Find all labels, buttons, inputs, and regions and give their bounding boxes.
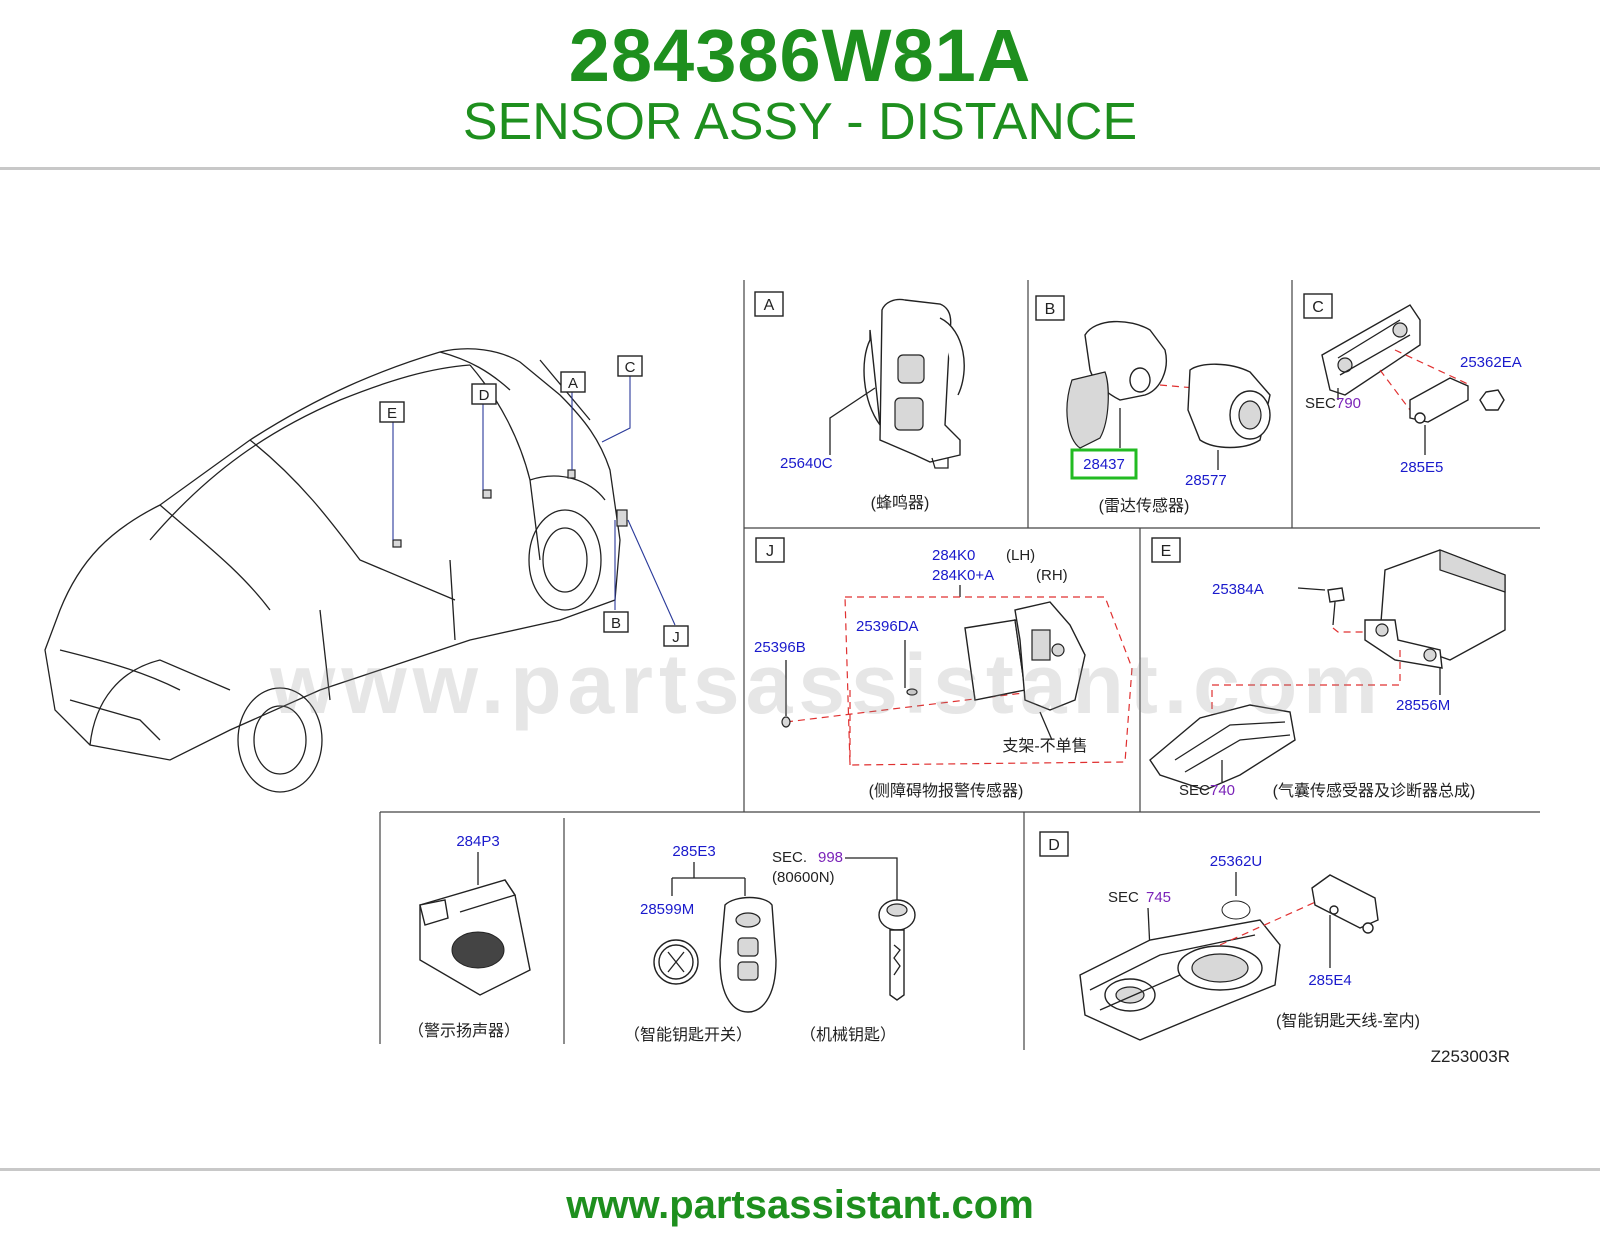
svg-text:E: E (387, 405, 397, 422)
panel-E-sec-prefix: SEC (1179, 782, 1210, 799)
part-25362EA[interactable]: 25362EA (1460, 354, 1522, 371)
panel-speaker-caption: （警示扬声器） (408, 1022, 520, 1040)
header: 284386W81A SENSOR ASSY - DISTANCE (0, 0, 1600, 168)
panel-D-sec-prefix: SEC (1108, 889, 1139, 906)
svg-text:A: A (568, 375, 578, 392)
panel-B-caption: (雷达传感器) (1099, 497, 1190, 515)
panel-key-sec-prefix: SEC. (772, 849, 807, 866)
panel-A-caption: (蜂鸣器) (871, 494, 930, 512)
car-callout-A[interactable]: A (560, 371, 586, 393)
car-callout-C[interactable]: C (617, 355, 643, 377)
svg-text:D: D (1048, 837, 1060, 854)
svg-text:B: B (611, 615, 621, 632)
svg-text:(LH): (LH) (1006, 547, 1035, 564)
panel-C: C SEC 790 25362EA 285E5 (1303, 293, 1522, 476)
svg-text:B: B (1045, 301, 1056, 318)
part-28556M[interactable]: 28556M (1396, 697, 1450, 714)
part-28437-highlighted[interactable]: 28437 (1083, 456, 1125, 473)
svg-text:J: J (672, 629, 680, 646)
sec-998-subcode: (80600N) (772, 869, 835, 886)
footer-url[interactable]: www.partsassistant.com (566, 1183, 1034, 1227)
part-285E5[interactable]: 285E5 (1400, 459, 1443, 476)
car-illustration (44, 348, 628, 793)
part-284K0[interactable]: 284K0 (932, 547, 975, 564)
parts-diagram: E D A C B J A 25640C (蜂鸣器) B 284 (44, 280, 1540, 1066)
svg-text:D: D (479, 387, 490, 404)
panel-key-caption-mechanical: （机械钥匙） (800, 1026, 896, 1044)
highlighted-part-box[interactable] (1070, 448, 1138, 480)
svg-text:C: C (625, 359, 636, 376)
part-25640C[interactable]: 25640C (780, 455, 833, 472)
panel-E: E 25384A 28556M SEC 740 (气囊传感受器及诊断器总成) (1149, 537, 1506, 800)
sec-998[interactable]: 998 (818, 849, 843, 866)
panel-B: B 28437 28577 (雷达传感器) (1035, 295, 1271, 515)
car-callout-D[interactable]: D (471, 383, 497, 405)
panel-J: J 284K0 (LH) 284K0+A (RH) 25396DA 25396B… (754, 537, 1133, 800)
sec-790[interactable]: 790 (1336, 395, 1361, 412)
car-callout-J[interactable]: J (663, 625, 689, 647)
part-28577[interactable]: 28577 (1185, 472, 1227, 489)
panel-C-sec-prefix: SEC (1305, 395, 1336, 412)
car-callout-B[interactable]: B (603, 611, 629, 633)
panel-key-caption-smart: （智能钥匙开关） (624, 1026, 752, 1044)
part-28599M[interactable]: 28599M (640, 901, 694, 918)
panel-A-letter: A (764, 297, 775, 314)
part-285E4[interactable]: 285E4 (1308, 972, 1351, 989)
sec-745[interactable]: 745 (1146, 889, 1171, 906)
part-25362U[interactable]: 25362U (1210, 853, 1263, 870)
panel-J-caption: (侧障碍物报警传感器) (869, 782, 1024, 800)
part-284K0-A[interactable]: 284K0+A (932, 567, 994, 584)
part-285E3[interactable]: 285E3 (672, 843, 715, 860)
part-25396B[interactable]: 25396B (754, 639, 806, 656)
svg-text:(RH): (RH) (1036, 567, 1068, 584)
svg-text:E: E (1161, 543, 1172, 560)
panel-E-caption: (气囊传感受器及诊断器总成) (1273, 782, 1476, 800)
part-284P3[interactable]: 284P3 (456, 833, 499, 850)
part-name: SENSOR ASSY - DISTANCE (462, 93, 1138, 151)
panel-D-caption: (智能钥匙天线-室内) (1276, 1012, 1420, 1030)
footer-divider (0, 1168, 1600, 1171)
svg-text:J: J (766, 543, 774, 560)
car-callout-E[interactable]: E (379, 401, 405, 423)
bracket-note: 支架-不单售 (1002, 737, 1087, 755)
panel-A: A 25640C (蜂鸣器) (754, 291, 965, 512)
panel-speaker: 284P3 （警示扬声器） (408, 833, 531, 1040)
panel-A-letter-box (754, 291, 784, 317)
part-25384A[interactable]: 25384A (1212, 581, 1264, 598)
panel-D: D SEC 745 25362U 285E4 (智能钥匙天线-室内) (1039, 831, 1420, 1041)
header-divider (0, 167, 1600, 170)
sec-740[interactable]: 740 (1210, 782, 1235, 799)
panel-key: 285E3 28599M SEC. 998 (80600N) （智能钥匙开关） … (624, 843, 916, 1044)
part-25396DA[interactable]: 25396DA (856, 618, 919, 635)
svg-text:C: C (1312, 299, 1324, 316)
part-number: 284386W81A (568, 14, 1032, 97)
diagram-code: Z253003R (1431, 1047, 1510, 1066)
